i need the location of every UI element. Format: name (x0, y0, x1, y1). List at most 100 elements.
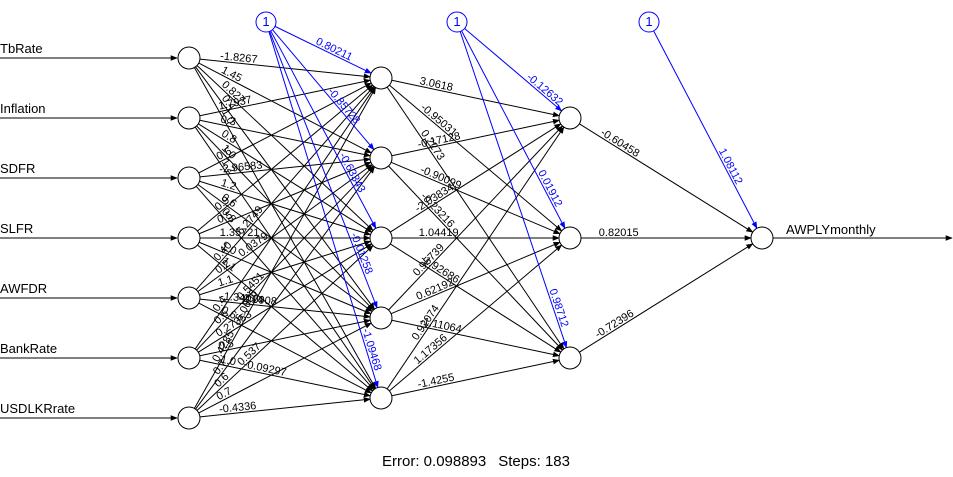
weight-edge (386, 126, 565, 390)
weight-label: -1.8267 (220, 50, 258, 66)
weight-edge (195, 85, 375, 291)
weight-label: 1.0 (220, 354, 237, 369)
hidden2-neuron (558, 346, 582, 370)
error-label: Error: 0.098893 (382, 453, 486, 470)
weight-label: -0.4336 (219, 400, 257, 416)
bias-edge (269, 31, 378, 309)
weight-edge (195, 166, 375, 410)
bias-edge (270, 30, 377, 229)
bias-edge (274, 25, 372, 74)
bias-neuron-label: 1 (645, 14, 652, 29)
weight-edge (198, 322, 372, 414)
input-neuron (177, 346, 201, 370)
weight-edge (390, 243, 562, 353)
hidden1-neuron (369, 66, 393, 90)
weight-label: 3.0618 (419, 75, 454, 94)
bias-edge (272, 29, 375, 151)
input-label: USDLKRrate (0, 401, 75, 416)
weight-edge (197, 84, 374, 232)
connection-lines (0, 25, 953, 421)
input-label: TbRate (0, 41, 43, 56)
bias-neuron (255, 11, 277, 33)
weight-edge (391, 319, 560, 358)
weight-edge (194, 86, 376, 350)
input-neuron (177, 46, 201, 70)
input-neuron (177, 166, 201, 190)
input-neuron (177, 106, 201, 130)
bias-neuron-label: 1 (262, 14, 269, 29)
weight-label: -0.60458 (598, 127, 641, 160)
weight-edge (198, 62, 372, 154)
hidden1-neuron (369, 306, 393, 330)
footer-error-steps: Error: 0.098893 Steps: 183 (382, 453, 570, 470)
input-label: SLFR (0, 221, 33, 236)
weight-edge (199, 298, 371, 319)
weight-edge (390, 161, 561, 235)
weight-edge (390, 241, 561, 315)
weight-edge (389, 244, 563, 392)
bias-weight-label: 0.80211 (314, 36, 354, 64)
weight-edge (389, 84, 563, 232)
weight-label: 1.35721 (220, 227, 260, 239)
weight-edge (198, 123, 373, 233)
weight-edge (197, 244, 374, 392)
weight-edge (391, 358, 560, 397)
bias-edge (464, 28, 563, 112)
hidden1-neuron (369, 226, 393, 250)
weight-label: 1.0 (219, 241, 238, 258)
bias-edge (268, 31, 379, 389)
hidden2-neuron (558, 226, 582, 250)
input-neuron (177, 406, 201, 430)
weight-label: 1.04419 (419, 227, 459, 239)
weight-edge (198, 82, 372, 174)
weight-edge (388, 125, 563, 311)
weight-edge (196, 165, 374, 351)
weight-label: -1.4255 (417, 372, 456, 391)
input-label: AWFDR (0, 281, 47, 296)
weight-edge (193, 86, 377, 409)
bias-edge (461, 30, 566, 229)
bias-edge (653, 30, 758, 229)
hidden2-neuron (558, 106, 582, 130)
weight-label: 0.5 (217, 338, 234, 353)
bias-weight-label: -0.12632 (524, 71, 565, 108)
bias-edge (459, 31, 568, 349)
weight-edge (197, 164, 373, 292)
weight-edge (199, 359, 371, 398)
neurons: 1 1 1 (177, 11, 774, 430)
weight-label: -0.09297 (243, 358, 288, 379)
input-output-labels: TbRateInflationSDFRSLFRAWFDRBankRateUSDL… (0, 41, 876, 416)
bias-weight-label: 0.01912 (535, 168, 564, 209)
bias-neuron (638, 11, 660, 33)
weight-edge (391, 79, 560, 118)
weight-label: 0.5 (215, 209, 234, 226)
weight-edge (199, 58, 371, 79)
weight-edge (391, 118, 560, 157)
weight-edge (198, 161, 372, 235)
hidden1-neuron (369, 386, 393, 410)
weight-edge (199, 318, 371, 357)
weight-edge (198, 243, 373, 353)
weight-edge (199, 119, 371, 158)
weight-edge (196, 245, 374, 411)
weight-edge (199, 157, 371, 178)
bias-weight-label: 1.08112 (716, 147, 745, 187)
input-label: Inflation (0, 101, 46, 116)
bias-neuron-label: 1 (453, 14, 460, 29)
weight-label: 1.1 (216, 273, 234, 289)
input-neuron (177, 286, 201, 310)
bias-neuron (446, 11, 468, 33)
output-label: AWPLYmonthly (786, 222, 876, 237)
steps-label: Steps: 183 (498, 453, 570, 470)
input-neuron (177, 226, 201, 250)
input-label: SDFR (0, 161, 35, 176)
weight-edge (199, 78, 371, 117)
weight-label: 0.0908 (243, 293, 278, 308)
output-neuron (750, 226, 774, 250)
weight-edge (579, 243, 754, 353)
weight-label: -1.34014 (220, 290, 264, 306)
bias-weight-label: 0.98712 (546, 287, 570, 329)
weight-label: 1.2 (219, 177, 237, 193)
weight-label: 0.82015 (599, 227, 639, 239)
